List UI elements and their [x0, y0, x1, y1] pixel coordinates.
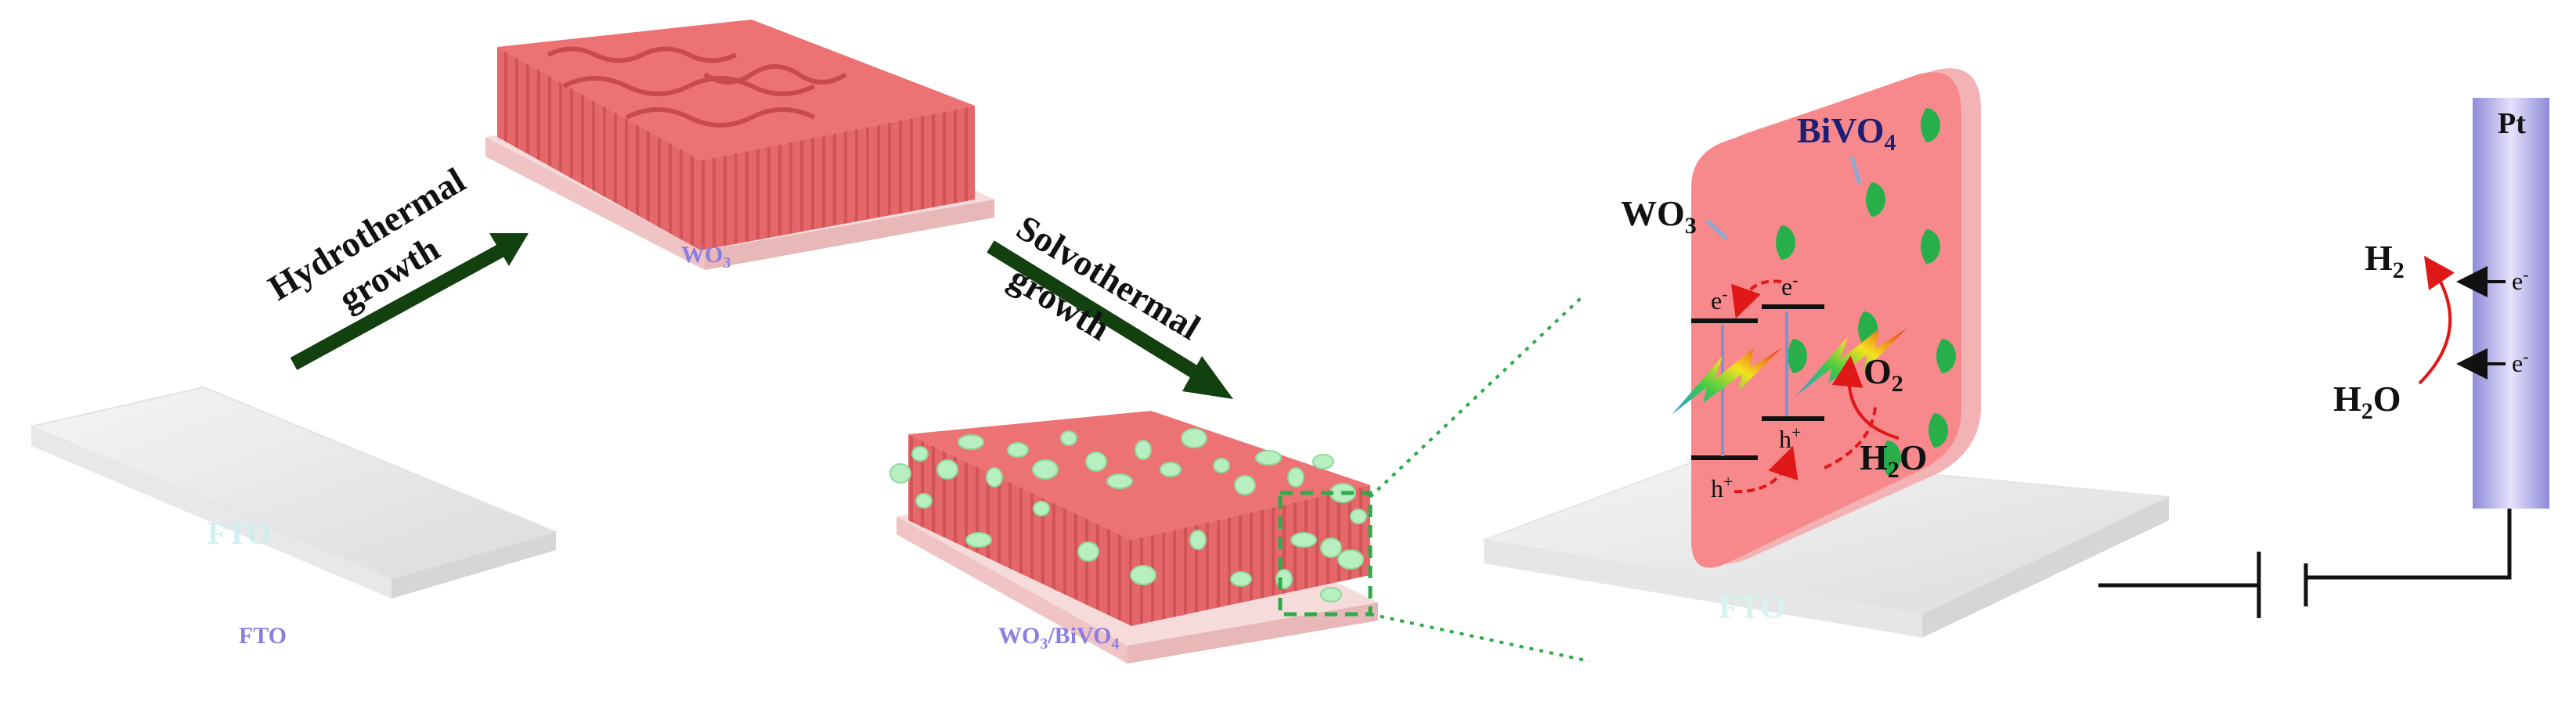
fto-watermark: FTO [207, 516, 272, 551]
bivo4-particle [911, 446, 929, 462]
light-bolt-icon [1672, 348, 1781, 415]
electron-label-bivo4: e- [1781, 270, 1799, 300]
bivo4-particles [889, 428, 1367, 602]
fto-label: FTO [239, 623, 287, 649]
zoom-line-bottom [1369, 613, 1590, 663]
bivo4-particle [1234, 475, 1256, 495]
wo3-bivo4-label: WO3/BiVO4 [998, 623, 1119, 653]
bivo4-label: BiVO4 [1797, 110, 1896, 156]
o2-label: O2 [1863, 351, 1903, 397]
bivo4-particle [1213, 458, 1230, 473]
bivo4-particle [889, 463, 911, 484]
hydrogen-evolution-arrow [2418, 255, 2455, 385]
bivo4-particle [1189, 530, 1207, 550]
mechanism-fto-watermark: FTO [1719, 590, 1786, 626]
band-diagram [1691, 304, 1824, 460]
zoom-line-top [1369, 296, 1583, 498]
bivo4-particle [1135, 440, 1152, 460]
wo3-label: WO3 [681, 242, 731, 272]
bivo4-dot [1921, 229, 1940, 264]
band-gap-arrows [1721, 311, 1788, 456]
wo3-film [485, 20, 994, 270]
bivo4-particle [986, 467, 1003, 487]
electron-transfer-arrow [1731, 279, 1782, 319]
bivo4-dot [1928, 413, 1948, 448]
bivo4-particle [1085, 451, 1107, 472]
bivo4-particle [965, 532, 992, 548]
hole-to-water-arrow [1824, 406, 1877, 469]
mechanism-wo3-label: WO3 [1621, 193, 1697, 239]
bivo4-particle [1320, 538, 1342, 558]
h2o-label-cathode: H2O [2333, 379, 2401, 424]
photoanode-fto-base [1481, 452, 2172, 638]
bivo4-dot [1866, 182, 1885, 217]
bivo4-particle [1290, 532, 1317, 548]
bivo4-particle [1337, 549, 1364, 570]
wo3-bivo4-film [897, 411, 1378, 664]
bivo4-particle [1160, 462, 1182, 477]
bivo4-particle [915, 493, 933, 509]
bivo4-particle [1320, 587, 1342, 602]
electron-label-wo3: e- [1711, 284, 1728, 315]
pt-electrode [2473, 98, 2549, 509]
bivo4-dot [1936, 339, 1956, 373]
fto-substrate [28, 386, 559, 599]
zoom-box [1278, 491, 1373, 617]
solvothermal-arrow [987, 240, 1233, 399]
bivo4-dots [1776, 108, 1956, 475]
external-circuit [2098, 509, 2512, 618]
bivo4-particle [1255, 450, 1282, 466]
electron-label-cathode-top: e- [2512, 264, 2529, 295]
bivo4-particle [1130, 565, 1156, 585]
bivo4-particle [1230, 571, 1252, 587]
bivo4-particle [1033, 501, 1050, 516]
bivo4-dot [1921, 108, 1940, 142]
bivo4-particle [1077, 541, 1099, 562]
bivo4-dot [1776, 225, 1795, 260]
bivo4-particle [1060, 430, 1077, 446]
hole-label-wo3: h+ [1711, 472, 1733, 502]
bivo4-dot [1881, 441, 1901, 475]
bivo4-particle [1312, 454, 1334, 469]
hole-transfer-arrow [1734, 445, 1799, 494]
water-oxidation-arrow [1831, 355, 1900, 440]
hydrothermal-arrow [290, 233, 529, 370]
bivo4-dot [1788, 339, 1807, 373]
bivo4-particle [1032, 459, 1059, 480]
bivo4-particle [1350, 509, 1367, 524]
wo3-pointer [1705, 219, 1728, 240]
pt-label: Pt [2498, 107, 2526, 140]
bivo4-particle [1181, 428, 1207, 448]
bivo4-particle [1287, 467, 1304, 487]
h2-label: H2 [2365, 238, 2405, 283]
bivo4-pointer [1849, 156, 1862, 185]
bivo4-particle [1106, 473, 1133, 489]
electron-label-cathode-bottom: e- [2512, 347, 2529, 377]
bivo4-particle [958, 434, 984, 450]
bivo4-particle [1007, 442, 1029, 458]
h2o-label-anode: H2O [1860, 437, 1928, 483]
bivo4-particle [936, 459, 958, 480]
